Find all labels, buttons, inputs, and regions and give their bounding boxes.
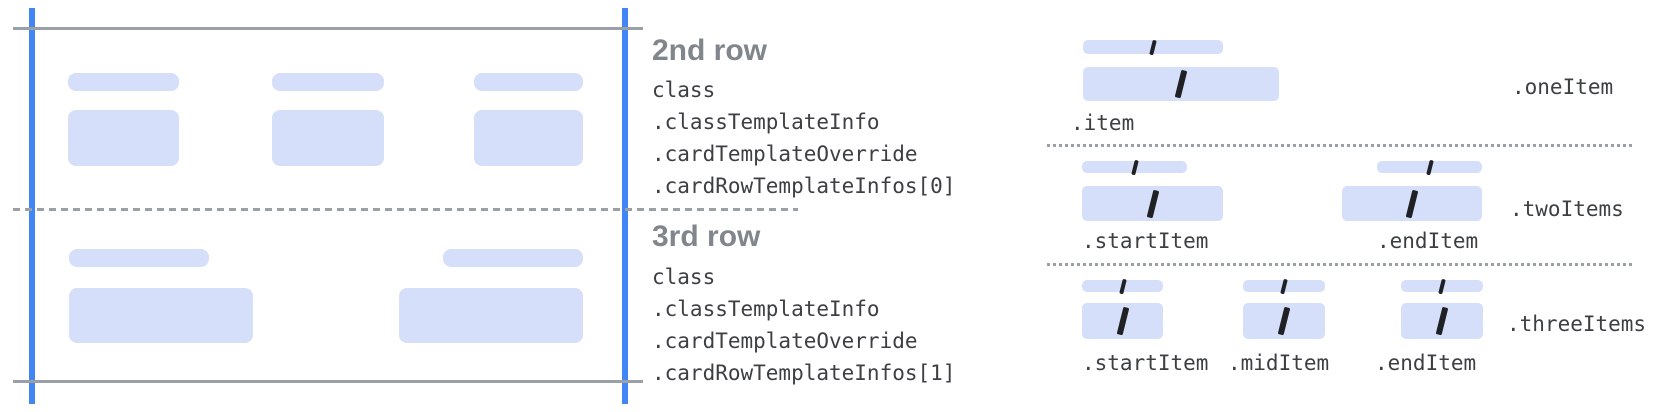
slash-icon [1174, 69, 1188, 99]
item-label: .item [1071, 111, 1135, 135]
field-value-placeholder [474, 110, 583, 166]
card-row-divider-dashed-line [13, 208, 798, 211]
slash-icon [1438, 278, 1446, 294]
item-value-placeholder [1243, 303, 1325, 339]
field-value-placeholder [272, 110, 384, 166]
row3-title: 3rd row [652, 220, 761, 253]
item-label-placeholder [1083, 39, 1223, 55]
item-value-placeholder [1083, 67, 1279, 101]
slash-icon [1280, 278, 1288, 294]
slash-icon [1116, 306, 1129, 336]
item-label: .startItem [1082, 229, 1209, 253]
field-value-placeholder [399, 288, 583, 343]
template-divider-dotted-line [1047, 144, 1633, 147]
field-value-placeholder [68, 110, 179, 166]
slash-icon [1277, 306, 1291, 336]
code-line: class [652, 265, 716, 289]
template-name-label: .twoItems [1510, 197, 1624, 221]
item-label-placeholder [1082, 159, 1187, 175]
row2-title: 2nd row [652, 34, 768, 67]
item-label: .endItem [1375, 351, 1477, 375]
field-label-placeholder [272, 73, 384, 91]
row2-code-path: class .classTemplateInfo .cardTemplateOv… [652, 74, 955, 202]
field-value-placeholder [69, 288, 253, 343]
slash-icon [1146, 189, 1159, 218]
slash-icon [1425, 159, 1434, 175]
slash-icon [1405, 189, 1419, 218]
slash-icon [1435, 306, 1449, 336]
code-line: .cardTemplateOverride [652, 142, 918, 166]
code-line: .classTemplateInfo [652, 297, 880, 321]
card-top-edge-line [13, 27, 643, 30]
code-line: .cardTemplateOverride [652, 329, 918, 353]
template-divider-dotted-line [1047, 263, 1633, 266]
field-label-placeholder [69, 249, 209, 267]
item-label: .midItem [1228, 351, 1330, 375]
item-label: .startItem [1082, 351, 1209, 375]
code-line: class [652, 78, 716, 102]
row3-code-path: class .classTemplateInfo .cardTemplateOv… [652, 261, 955, 389]
card-right-edge-line [622, 8, 628, 404]
item-label-placeholder [1243, 278, 1325, 294]
code-line: .classTemplateInfo [652, 110, 880, 134]
field-label-placeholder [474, 73, 583, 91]
item-label-placeholder [1377, 159, 1482, 175]
field-label-placeholder [443, 249, 583, 267]
card-left-edge-line [29, 8, 35, 404]
card-bottom-edge-line [13, 380, 643, 383]
item-label-placeholder [1401, 278, 1483, 294]
code-line: .cardRowTemplateInfos[1] [652, 361, 956, 385]
template-name-label: .oneItem [1512, 75, 1614, 99]
code-line: .cardRowTemplateInfos[0] [652, 174, 956, 198]
slash-icon [1149, 39, 1157, 55]
slash-icon [1118, 278, 1127, 294]
item-value-placeholder [1082, 186, 1223, 221]
item-value-placeholder [1082, 303, 1163, 339]
field-label-placeholder [68, 73, 179, 91]
item-label-placeholder [1082, 278, 1163, 294]
template-name-label: .threeItems [1507, 312, 1647, 336]
item-value-placeholder [1401, 303, 1483, 339]
slash-icon [1130, 159, 1139, 175]
item-label: .endItem [1377, 229, 1479, 253]
item-value-placeholder [1342, 186, 1482, 221]
